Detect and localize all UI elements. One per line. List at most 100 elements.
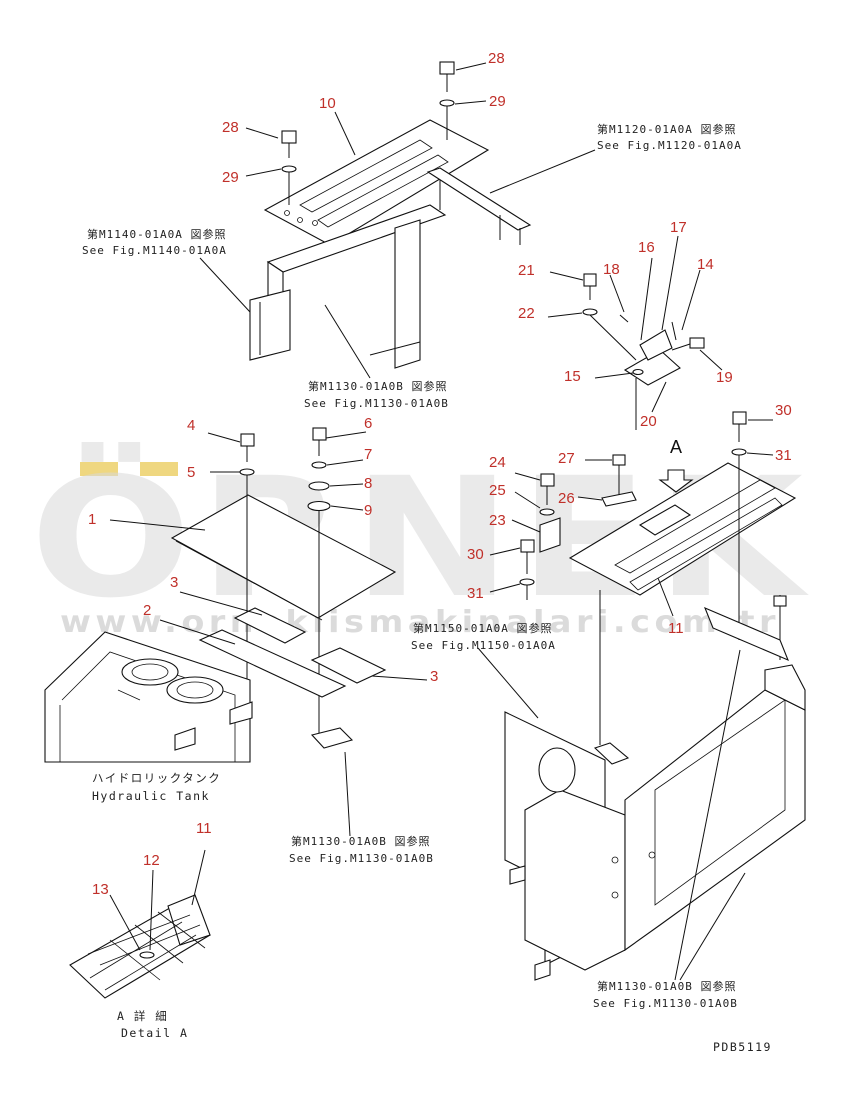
washer-9 xyxy=(307,500,331,512)
washer-31 xyxy=(731,448,747,456)
bracket-23 xyxy=(539,517,561,553)
callout-numbers: 28 29 10 28 29 21 18 16 17 14 22 15 19 2… xyxy=(88,50,792,898)
side-rail xyxy=(426,167,532,231)
ref-m1120-jp: 第M1120-01A0A 図参照 xyxy=(597,122,736,136)
bracket-plate-10 xyxy=(263,119,490,246)
bracket-slot xyxy=(317,154,449,228)
callout-2: 2 xyxy=(143,602,151,619)
view-letter-a: A xyxy=(670,437,682,457)
detail-label-jp: A 詳 細 xyxy=(117,1009,168,1023)
frame-right xyxy=(624,689,806,952)
callout-20: 20 xyxy=(640,413,657,430)
callout-29: 29 xyxy=(222,169,239,186)
upper-bracket-assembly xyxy=(249,61,532,369)
callout-29: 29 xyxy=(489,93,506,110)
ref-m1130-jp-2: 第M1130-01A0B 図参照 xyxy=(291,834,430,848)
bolt-21 xyxy=(583,273,597,287)
frame-corner xyxy=(249,289,291,361)
pad-2 xyxy=(198,629,347,698)
floor-frame-assembly xyxy=(504,411,806,981)
captions: ハイドロリックタンク Hydraulic Tank A 詳 細 Detail A… xyxy=(92,437,772,1054)
washer-31 xyxy=(519,578,535,586)
watermark-dot xyxy=(80,462,118,476)
bolt-4 xyxy=(240,433,255,447)
callout-21: 21 xyxy=(518,262,535,279)
detail-a-view xyxy=(69,894,211,999)
callout-3: 3 xyxy=(170,574,178,591)
watermark-dot xyxy=(140,462,178,476)
callout-24: 24 xyxy=(489,454,506,471)
callout-26: 26 xyxy=(558,490,575,507)
callout-30: 30 xyxy=(775,402,792,419)
callout-18: 18 xyxy=(603,261,620,278)
callout-30: 30 xyxy=(467,546,484,563)
ref-m1130-jp: 第M1130-01A0B 図参照 xyxy=(308,379,447,393)
view-arrow-a xyxy=(658,469,694,493)
callout-7: 7 xyxy=(364,446,372,463)
bolt-6 xyxy=(312,427,327,441)
callout-8: 8 xyxy=(364,475,372,492)
bolt-30 xyxy=(732,411,747,425)
rail-11 xyxy=(703,606,790,662)
ref-m1130-jp-3: 第M1130-01A0B 図参照 xyxy=(597,979,736,993)
detail-label-en: Detail A xyxy=(121,1026,188,1040)
cover-assembly xyxy=(170,427,397,749)
tank-port xyxy=(166,676,224,704)
tank-port xyxy=(121,658,179,686)
callout-31: 31 xyxy=(467,585,484,602)
watermark-url: www.orneklismakinalari.com.tr xyxy=(60,605,780,640)
callout-10: 10 xyxy=(319,95,336,112)
bolt-19 xyxy=(689,337,705,349)
bolt-30 xyxy=(520,539,535,553)
callout-5: 5 xyxy=(187,464,195,481)
tank-label-en: Hydraulic Tank xyxy=(92,789,210,803)
callout-12: 12 xyxy=(143,852,160,869)
frame-panel xyxy=(524,789,626,971)
callout-25: 25 xyxy=(489,482,506,499)
detail-flange xyxy=(167,894,211,946)
callout-22: 22 xyxy=(518,305,535,322)
ref-m1150-jp: 第M1150-01A0A 図参照 xyxy=(413,621,552,635)
callout-28: 28 xyxy=(488,50,505,67)
ref-m1120-en: See Fig.M1120-01A0A xyxy=(597,139,742,152)
tank-body xyxy=(44,631,251,763)
washer-5 xyxy=(239,468,255,476)
callout-19: 19 xyxy=(716,369,733,386)
bolt-24 xyxy=(540,473,555,487)
callout-23: 23 xyxy=(489,512,506,529)
frame-post xyxy=(394,219,421,369)
callout-28: 28 xyxy=(222,119,239,136)
plate-26 xyxy=(601,491,637,507)
callout-11: 11 xyxy=(668,620,684,637)
callout-4: 4 xyxy=(187,417,195,434)
frame-top-post xyxy=(764,664,806,711)
bracket-slot xyxy=(299,139,433,213)
ref-m1140-jp: 第M1140-01A0A 図参照 xyxy=(87,227,226,241)
bracket-small-parts xyxy=(582,273,705,430)
tank-bracket xyxy=(310,727,354,749)
frame-hole xyxy=(538,747,576,793)
callout-11: 11 xyxy=(196,820,212,837)
bolt-27 xyxy=(612,454,626,466)
callout-31: 31 xyxy=(775,447,792,464)
callout-27: 27 xyxy=(558,450,575,467)
detail-bolt-12 xyxy=(139,951,155,959)
figure-references: 第M1120-01A0A 図参照 See Fig.M1120-01A0A 第M1… xyxy=(82,122,742,1010)
washer-8 xyxy=(308,481,330,491)
washer-25 xyxy=(539,508,555,516)
bolt-28 xyxy=(439,61,455,75)
ref-m1150-en: See Fig.M1150-01A0A xyxy=(411,639,556,652)
callout-15: 15 xyxy=(564,368,581,385)
drawing-number: PDB5119 xyxy=(713,1040,772,1054)
leader-lines xyxy=(109,62,774,981)
pad-3 xyxy=(310,647,387,684)
ref-m1140-en: See Fig.M1140-01A0A xyxy=(82,244,227,257)
ref-m1130-en: See Fig.M1130-01A0B xyxy=(304,397,449,410)
hydraulic-tank xyxy=(44,631,253,763)
callout-6: 6 xyxy=(364,415,372,432)
washer-22 xyxy=(582,308,598,316)
callout-1: 1 xyxy=(88,511,96,528)
clip-16 xyxy=(639,329,673,361)
washer-29 xyxy=(439,99,455,107)
